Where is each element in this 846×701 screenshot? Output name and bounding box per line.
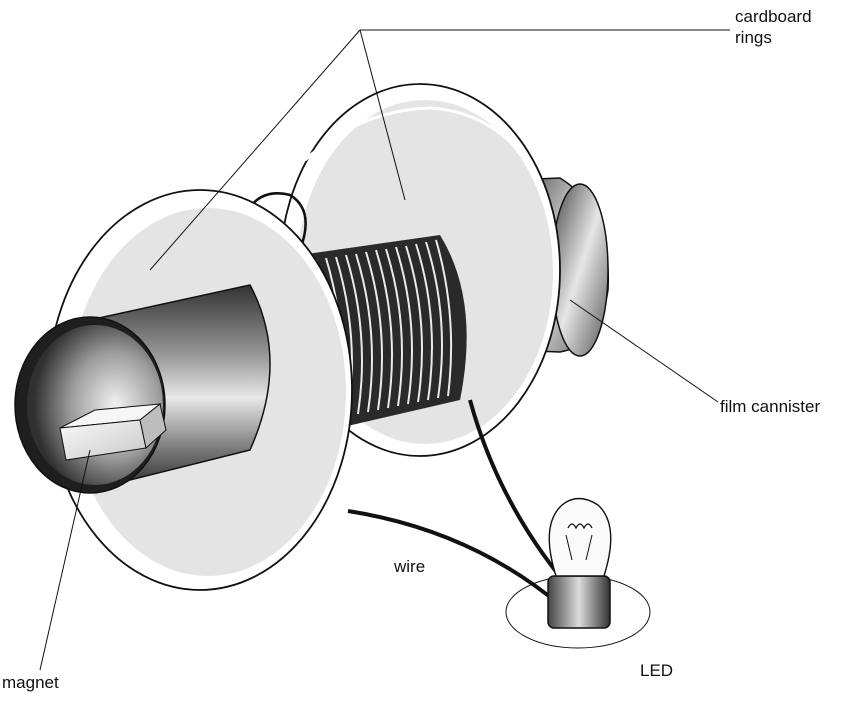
film-cannister-label: film cannister [720, 397, 821, 416]
magnet-label: magnet [2, 673, 59, 692]
cardboard-rings-label-line2: rings [735, 28, 772, 48]
wire-lower [347, 509, 562, 607]
magnet [59, 403, 167, 461]
led [505, 497, 651, 649]
leader-lines [39, 29, 730, 671]
cardboard-rings-label: cardboard rings [735, 6, 812, 49]
led-label: LED [640, 661, 674, 680]
wire-label: wire [394, 557, 426, 576]
cardboard-rings-label-line1: cardboard [735, 7, 812, 26]
